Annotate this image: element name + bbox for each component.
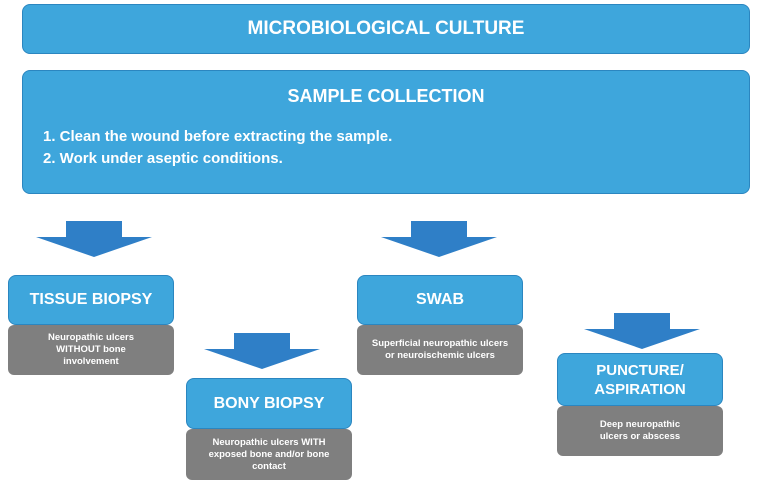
bony-biopsy-title: BONY BIOPSY [213,394,325,412]
down-arrow-icon [584,313,700,349]
puncture-aspiration-description: Deep neuropathic ulcers or abscess [557,406,723,456]
puncture-aspiration-box: PUNCTURE/ ASPIRATION [557,353,723,406]
microbiological-culture-title: MICROBIOLOGICAL CULTURE [247,18,525,39]
sample-collection-title: SAMPLE COLLECTION [287,86,485,106]
tissue-biopsy-description: Neuropathic ulcers WITHOUT bone involvem… [8,325,174,375]
swab-box: SWAB [357,275,523,325]
sample-collection-step: 1. Clean the wound before extracting the… [43,128,393,145]
sample-collection-box: SAMPLE COLLECTION 1. Clean the wound bef… [22,70,750,194]
down-arrow-icon [36,221,152,257]
bony-biopsy-box: BONY BIOPSY [186,378,352,429]
puncture-aspiration-description-text: Deep neuropathic ulcers or abscess [599,419,681,442]
down-arrow-icon [204,333,320,369]
swab-description: Superficial neuropathic ulcers or neuroi… [357,325,523,375]
puncture-aspiration-title: PUNCTURE/ ASPIRATION [594,361,686,398]
bony-biopsy-description-text: Neuropathic ulcers WITH exposed bone and… [208,436,330,472]
tissue-biopsy-description-text: Neuropathic ulcers WITHOUT bone involvem… [47,332,135,367]
down-arrow-icon [381,221,497,257]
microbiological-culture-header: MICROBIOLOGICAL CULTURE [22,4,750,54]
tissue-biopsy-box: TISSUE BIOPSY [8,275,174,325]
tissue-biopsy-title: TISSUE BIOPSY [29,291,153,308]
sample-collection-step: 2. Work under aseptic conditions. [43,150,283,167]
bony-biopsy-description: Neuropathic ulcers WITH exposed bone and… [186,429,352,480]
sample-collection-steps: 1. Clean the wound before extracting the… [43,126,392,170]
swab-title: SWAB [416,291,464,308]
swab-description-text: Superficial neuropathic ulcers or neuroi… [371,338,509,361]
